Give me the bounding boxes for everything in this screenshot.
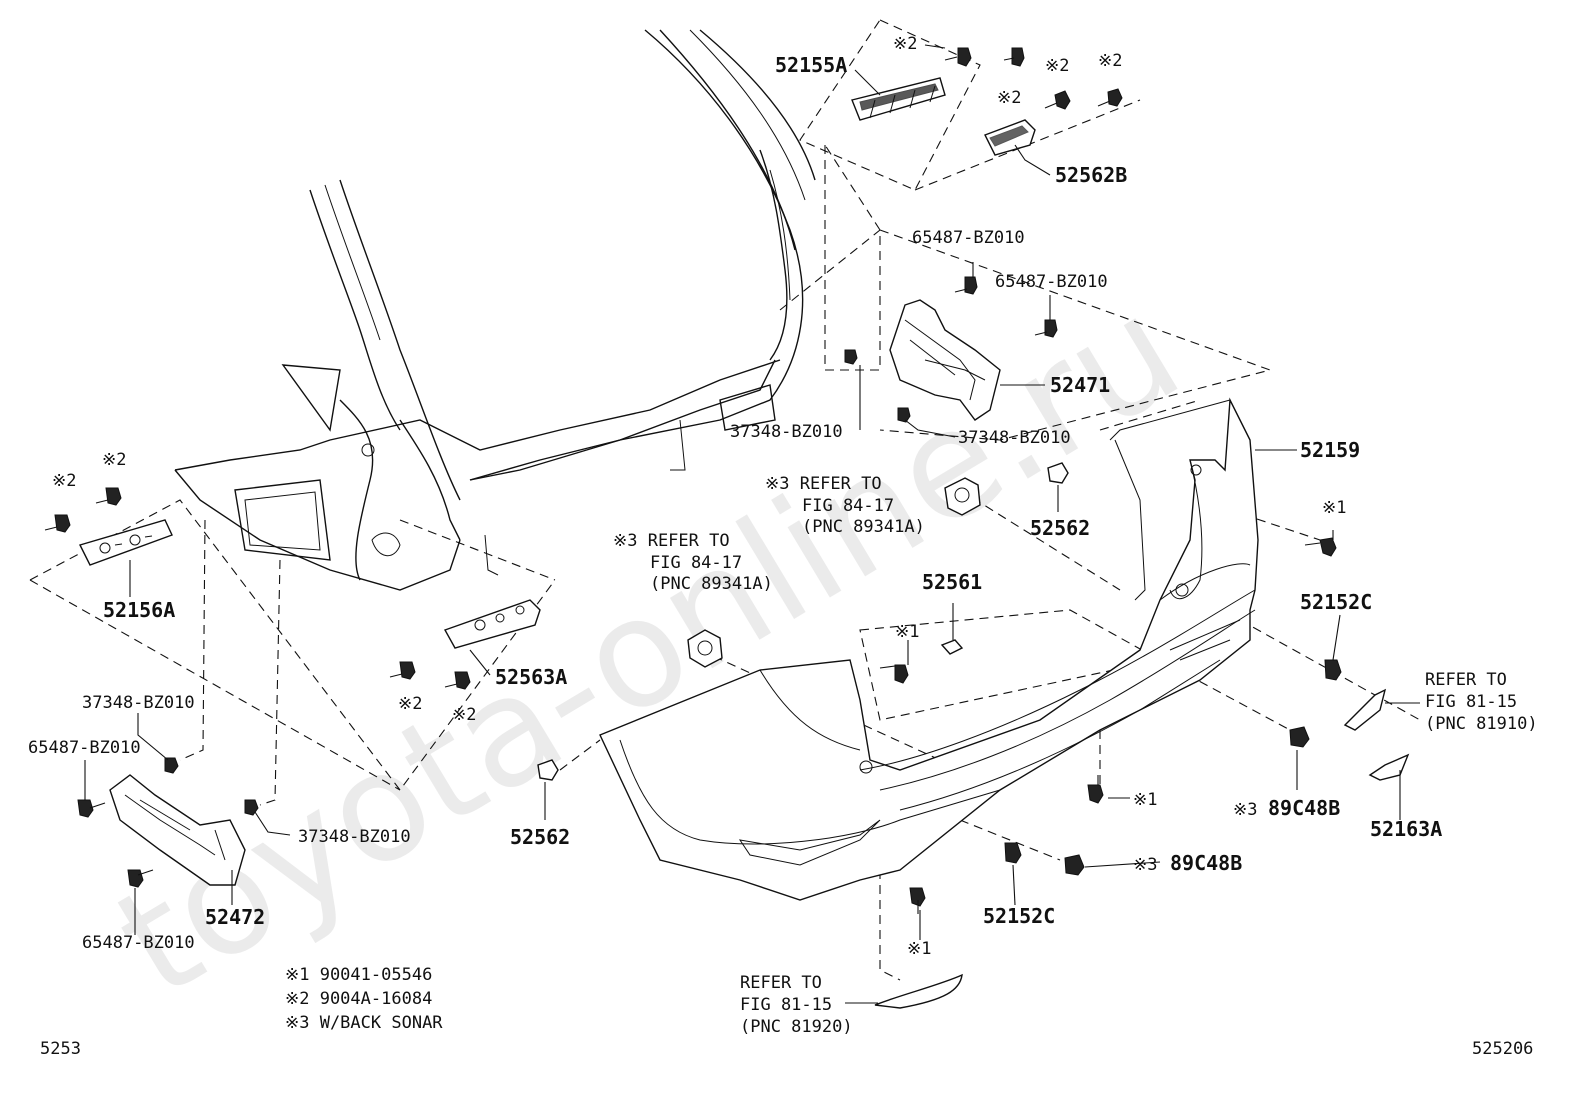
mark-1-b: ※1 [1322,498,1346,518]
label-37348-BZ010-a: 37348-BZ010 [730,422,843,442]
ref-reflector-right-line1: REFER TO [1425,670,1507,690]
retainer-52562B [984,119,1036,156]
ref-reflector-right-line2: FIG 81-15 [1425,692,1517,712]
bracket-52471 [889,299,1001,421]
bracket-52472 [109,774,246,886]
retainer-52563A [443,599,541,649]
mark-2-d: ※2 [1098,51,1122,71]
ref-reflector-left-line1: REFER TO [740,973,822,993]
mark-3-b: ※3 [1133,855,1157,875]
label-37348-BZ010-b: 37348-BZ010 [958,428,1071,448]
reference-sonar-left: ※3 REFER TO FIG 84-17 (PNC 89341A) [613,531,773,594]
label-65487-BZ010-d: 65487-BZ010 [82,933,195,953]
legend: ※1 90041-05546 ※2 9004A-16084 ※3 W/BACK … [285,965,443,1033]
mark-2-e: ※2 [52,471,76,491]
part-labels: 52155A 52562B 65487-BZ010 65487-BZ010 52… [28,53,1442,953]
label-52152C-b: 52152C [983,904,1055,928]
retainer-52156A [78,519,173,566]
ref-sonar-upper-line3: (PNC 89341A) [802,517,925,537]
label-52156A: 52156A [103,598,175,622]
label-65487-BZ010-b: 65487-BZ010 [995,272,1108,292]
reference-reflector-right: REFER TO FIG 81-15 (PNC 81910) [1425,670,1538,734]
note-marks: ※2 ※2 ※2 ※2 ※2 ※2 ※2 ※2 ※1 ※1 ※1 ※1 ※3 ※… [52,34,1346,959]
mark-2-g: ※2 [398,694,422,714]
label-52561: 52561 [922,570,982,594]
legend-line-3: ※3 W/BACK SONAR [285,1013,443,1033]
fasteners [44,47,1342,914]
sonar-sensor-upper [944,477,981,516]
legend-line-2: ※2 9004A-16084 [285,989,432,1009]
mark-2-f: ※2 [102,450,126,470]
rear-bumper-cover [599,397,1259,901]
ref-sonar-left-line2: FIG 84-17 [650,553,742,573]
ref-sonar-upper-line2: FIG 84-17 [802,496,894,516]
mark-3-a: ※3 [1233,800,1257,820]
corner-code-left: 5253 [40,1039,81,1059]
reflector-81910 [1343,688,1387,731]
label-37348-BZ010-c: 37348-BZ010 [82,693,195,713]
label-52562B: 52562B [1055,163,1127,187]
legend-line-1: ※1 90041-05546 [285,965,432,985]
assembly-dashed-lines [29,19,1421,981]
mark-2-c: ※2 [1045,56,1069,76]
ref-sonar-left-line1: ※3 REFER TO [613,531,730,551]
ref-reflector-right-line3: (PNC 81910) [1425,714,1538,734]
label-37348-BZ010-d: 37348-BZ010 [298,827,411,847]
label-52472: 52472 [205,905,265,929]
label-52471: 52471 [1050,373,1110,397]
sonar-sensor-left [687,629,723,668]
corner-code-right: 525206 [1472,1039,1533,1059]
mark-1-c: ※1 [1133,790,1157,810]
label-52155A: 52155A [775,53,847,77]
reflector-81920 [874,973,963,1009]
retainer-52155A [851,77,946,121]
label-65487-BZ010-c: 65487-BZ010 [28,738,141,758]
clip-52561 [940,639,964,655]
ref-sonar-left-line3: (PNC 89341A) [650,574,773,594]
label-52159: 52159 [1300,438,1360,462]
cover-52163A [1368,753,1410,781]
label-89C48B-a: 89C48B [1268,796,1340,820]
mark-1-a: ※1 [895,622,919,642]
reference-sonar-upper: ※3 REFER TO FIG 84-17 (PNC 89341A) [765,474,925,537]
label-52563A: 52563A [495,665,567,689]
ref-reflector-left-line2: FIG 81-15 [740,995,832,1015]
ref-sonar-upper-line1: ※3 REFER TO [765,474,882,494]
mark-2-b: ※2 [997,88,1021,108]
mark-2-a: ※2 [893,34,917,54]
mark-1-d: ※1 [907,939,931,959]
ref-reflector-left-line3: (PNC 81920) [740,1017,853,1037]
leader-lines [84,44,1420,1004]
label-52562-a: 52562 [1030,516,1090,540]
label-52562-b: 52562 [510,825,570,849]
label-52152C-a: 52152C [1300,590,1372,614]
label-52163A: 52163A [1370,817,1442,841]
mark-2-h: ※2 [452,705,476,725]
body-structure [174,29,816,591]
label-65487-BZ010-a: 65487-BZ010 [912,228,1025,248]
label-89C48B-b: 89C48B [1170,851,1242,875]
reference-reflector-left: REFER TO FIG 81-15 (PNC 81920) [740,973,853,1037]
